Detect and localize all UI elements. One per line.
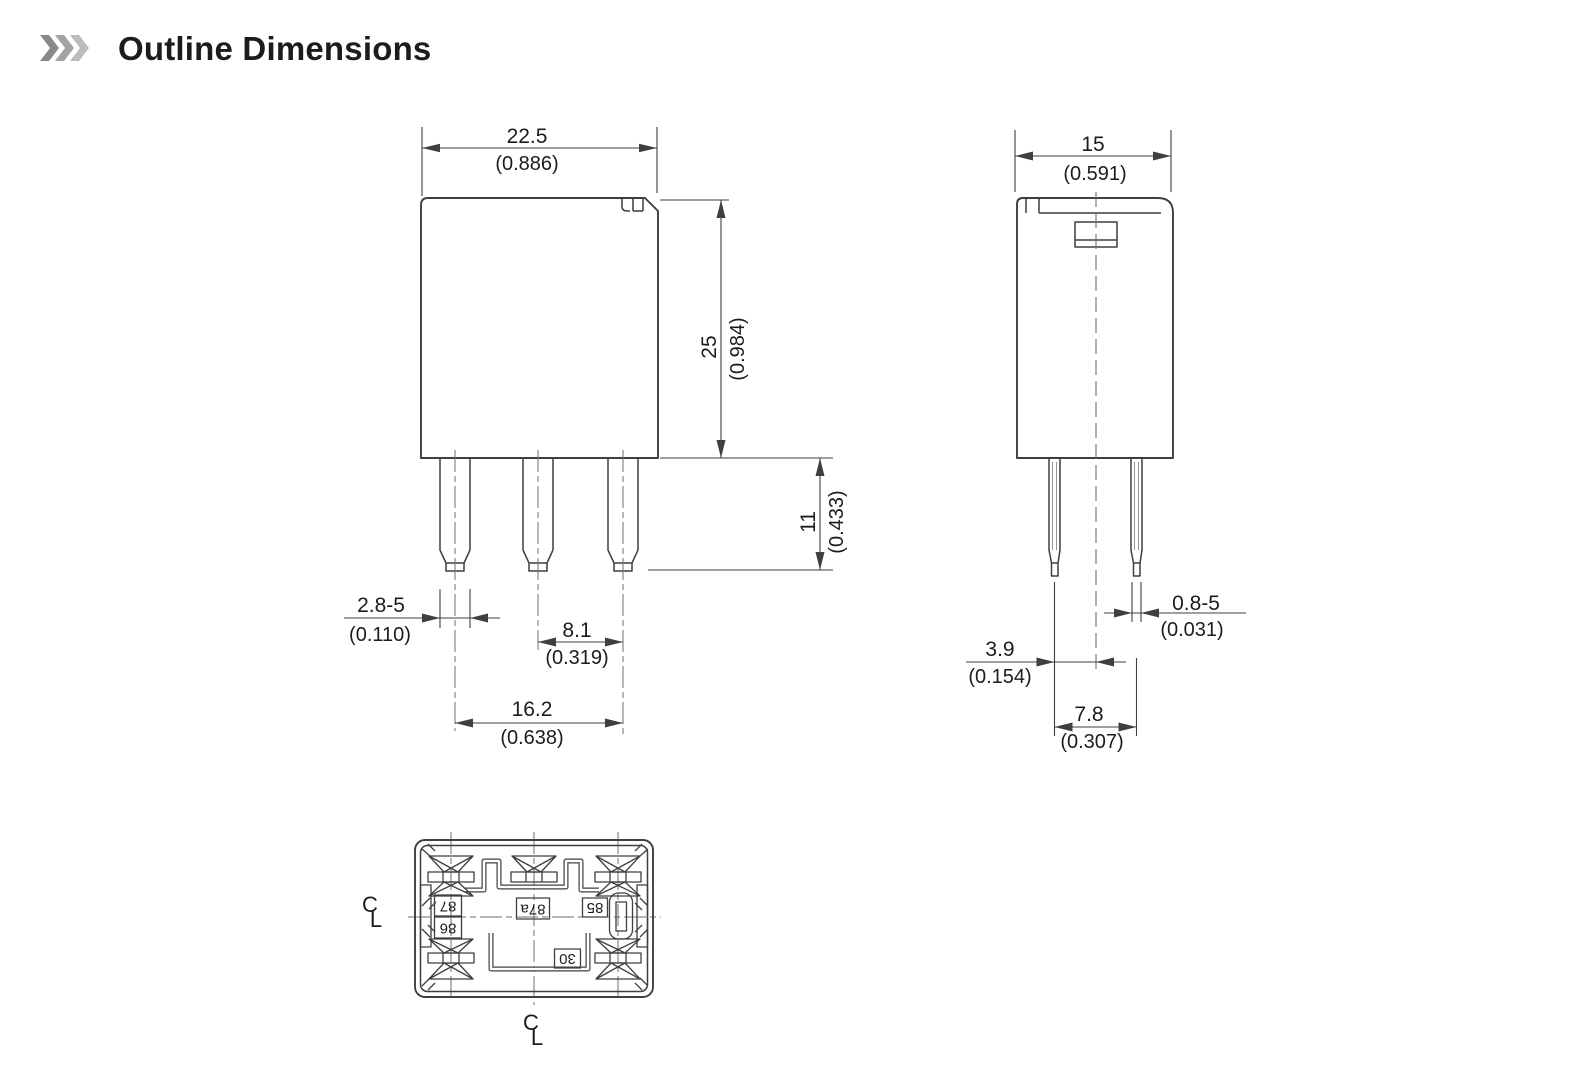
dim-side-width: 15 (0.591)	[1014, 130, 1172, 192]
dim-front-pin-width-mm: 2.8-5	[357, 594, 405, 617]
dim-front-width-in: (0.886)	[495, 153, 558, 175]
dim-side-pin-offset-in: (0.154)	[968, 666, 1031, 688]
side-top-band	[1025, 199, 1161, 214]
dim-front-pin-pitch: 8.1 (0.319)	[538, 619, 623, 669]
centerline-c: C	[362, 892, 378, 917]
side-view: 15 (0.591) 0.8-5 (0.031) 3.9 (0.154)	[966, 130, 1246, 753]
chevron-2	[55, 35, 74, 61]
dim-front-pin-span: 16.2 (0.638)	[455, 698, 623, 749]
page-title: Outline Dimensions	[118, 30, 432, 67]
centerline-c: C	[523, 1010, 539, 1035]
bottom-view: 87 86 87a 85 30 C L C L	[362, 832, 661, 1050]
front-body	[420, 197, 659, 459]
dim-side-pin-span: 7.8 (0.307)	[1054, 658, 1138, 753]
dim-side-width-mm: 15	[1081, 133, 1104, 156]
dim-side-pin-thickness: 0.8-5 (0.031)	[1104, 582, 1246, 641]
pin-label-85: 85	[587, 899, 604, 916]
dim-front-pin-width-in: (0.110)	[349, 624, 411, 646]
centerline-symbol-left: C L	[362, 892, 382, 932]
dim-side-pin-thickness-mm: 0.8-5	[1172, 592, 1220, 615]
centerline-symbol-bottom: C L	[523, 1010, 543, 1050]
side-body	[1016, 192, 1174, 674]
dim-front-height-mm: 25	[698, 335, 721, 358]
dim-side-pin-span-mm: 7.8	[1074, 703, 1103, 726]
dim-front-height-in: (0.984)	[727, 317, 749, 380]
dim-front-height: 25 (0.984)	[660, 199, 833, 459]
dim-front-pin-length-in: (0.433)	[826, 490, 848, 553]
front-pin-centerlines	[454, 450, 624, 737]
bottom-pin-labels: 87 86 87a 85 30	[433, 894, 609, 969]
page-header: Outline Dimensions	[40, 30, 431, 68]
dim-side-width-in: (0.591)	[1063, 163, 1126, 185]
dim-front-pin-length-mm: 11	[797, 511, 820, 533]
dim-side-pin-offset-mm: 3.9	[985, 638, 1014, 661]
front-top-vent-notch	[621, 199, 644, 212]
pin-label-30: 30	[559, 950, 576, 967]
dim-side-pin-span-in: (0.307)	[1060, 731, 1123, 753]
side-pin-left	[1048, 458, 1061, 577]
dim-side-pin-offset: 3.9 (0.154)	[966, 582, 1126, 736]
dim-front-width-mm: 22.5	[507, 125, 548, 148]
dim-front-width: 22.5 (0.886)	[421, 125, 658, 196]
chevron-1	[40, 35, 59, 61]
dim-front-pin-pitch-in: (0.319)	[545, 647, 608, 669]
dim-front-pin-length: 11 (0.433)	[648, 458, 848, 571]
dim-front-pin-width: 2.8-5 (0.110)	[344, 589, 500, 646]
pin-label-87: 87	[440, 898, 457, 915]
centerline-l: L	[531, 1025, 543, 1050]
dim-front-pin-span-mm: 16.2	[512, 698, 553, 721]
bottom-pin-slot-87	[427, 855, 475, 897]
bottom-pin-slot-85	[594, 855, 642, 897]
bottom-left-edge-slot	[419, 884, 432, 948]
dim-front-pin-span-in: (0.638)	[500, 727, 563, 749]
pin-label-86: 86	[440, 920, 457, 937]
bottom-right-edge-slot	[636, 884, 649, 948]
side-pins	[1048, 458, 1143, 577]
dim-side-pin-thickness-in: (0.031)	[1160, 619, 1223, 641]
side-pin-right	[1130, 458, 1143, 577]
bottom-outer-outline	[414, 839, 654, 998]
front-pins	[439, 450, 639, 737]
bottom-keyway-slot	[608, 892, 634, 940]
bottom-meander-channel	[464, 858, 599, 972]
pin-label-87a: 87a	[520, 901, 546, 918]
dim-front-pin-pitch-mm: 8.1	[562, 619, 591, 642]
centerline-l: L	[370, 907, 382, 932]
triple-chevron-icon	[40, 35, 89, 61]
bottom-pin-slot-86	[427, 938, 475, 980]
front-view: 22.5 (0.886) 25 (0.984) 11 (0.433)	[344, 125, 848, 749]
bottom-pin-slot-87a	[510, 855, 558, 883]
chevron-3	[70, 35, 89, 61]
